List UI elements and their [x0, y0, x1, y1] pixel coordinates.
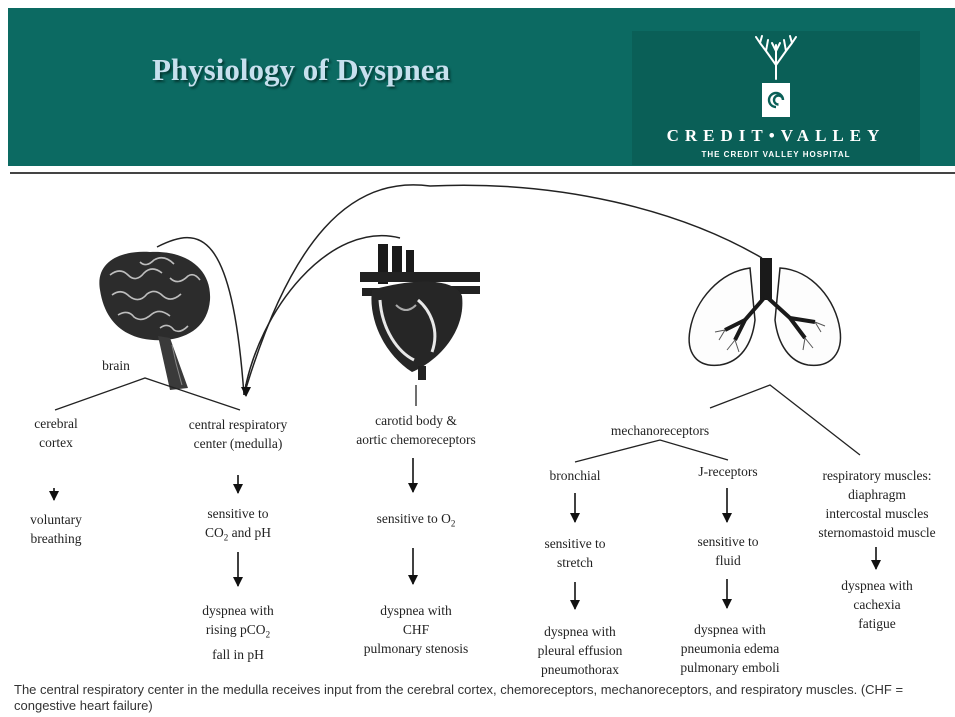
label-dyspnea-stretch: dyspnea with pleural effusion pneumothor… — [538, 622, 623, 679]
label-sensitive-co2: sensitive to CO2 and pH — [205, 504, 271, 548]
label-sensitive-stretch: sensitive to stretch — [544, 534, 605, 572]
co2-line-1: sensitive to — [205, 504, 271, 523]
label-j-receptors: J-receptors — [698, 462, 757, 481]
label-central-respiratory-center: central respiratory center (medulla) — [189, 415, 288, 453]
label-cerebral-cortex: cerebral cortex — [34, 414, 77, 452]
dyspnea-co2-line-1: dyspnea with — [202, 601, 274, 620]
dyspnea-co2-line-3: fall in pH — [202, 645, 274, 664]
label-dyspnea-co2: dyspnea with rising pCO2 fall in pH — [202, 601, 274, 664]
label-voluntary-breathing: voluntary breathing — [30, 510, 82, 548]
label-sensitive-o2: sensitive to O2 — [377, 509, 456, 534]
label-respiratory-muscles: respiratory muscles: diaphragm intercost… — [818, 466, 935, 542]
label-carotid-body: carotid body & aortic chemoreceptors — [356, 411, 476, 449]
heart-icon — [360, 244, 480, 380]
label-dyspnea-fluid: dyspnea with pneumonia edema pulmonary e… — [680, 620, 779, 677]
lungs-icon — [689, 258, 840, 365]
figure-caption: The central respiratory center in the me… — [14, 682, 949, 714]
dyspnea-co2-line-2: rising pCO2 — [202, 620, 274, 645]
label-dyspnea-muscles: dyspnea with cachexia fatigue — [841, 576, 913, 633]
co2-line-2: CO2 and pH — [205, 523, 271, 548]
label-bronchial: bronchial — [550, 466, 601, 485]
label-mechanoreceptors: mechanoreceptors — [611, 421, 709, 440]
label-dyspnea-o2: dyspnea with CHF pulmonary stenosis — [364, 601, 469, 658]
label-sensitive-fluid: sensitive to fluid — [697, 532, 758, 570]
label-brain: brain — [102, 356, 130, 375]
